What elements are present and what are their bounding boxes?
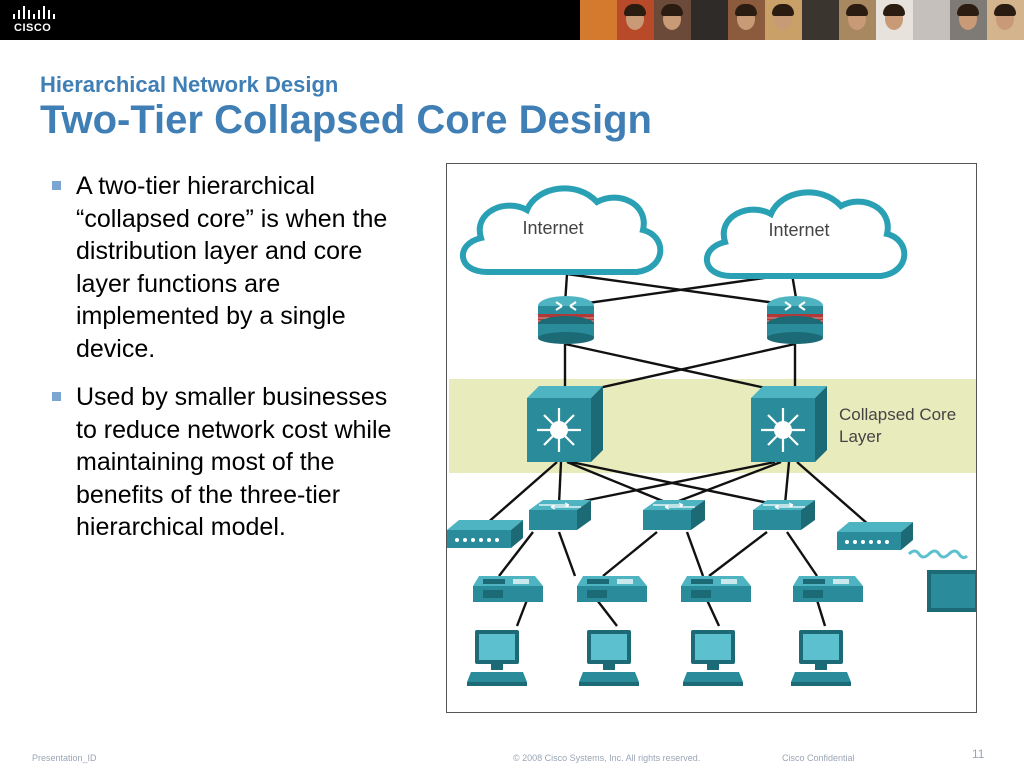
footer-presentation-id: Presentation_ID [32,753,97,763]
photo-hair [994,4,1016,16]
header-photo [728,0,765,40]
access-switch-2-icon [642,499,706,531]
internet-cloud-left: Internet [460,185,664,275]
edge-router-left-icon [537,295,595,345]
bullet-text: Used by smaller businesses to reduce net… [76,383,392,541]
access-switch-1-icon [528,499,592,531]
photo-hair [661,4,683,16]
ip-phone-1-icon [473,576,543,602]
photo-hair [846,4,868,16]
photo-hair [624,4,646,16]
photo-hair [883,4,905,16]
photo-hair [772,4,794,16]
edge-router-right-icon [766,295,824,345]
access-point-right-icon [837,522,913,550]
pc-3-icon [683,630,743,686]
bullet-item: A two-tier hierarchical “collapsed core”… [50,170,400,365]
pc-4-icon [791,630,851,686]
page-number: 11 [972,747,985,761]
header-photo [654,0,691,40]
collapsed-core-label-line2: Layer [839,427,882,446]
header-photo [802,0,839,40]
bullet-square-icon [52,181,61,190]
core-switch-left-icon [525,384,605,464]
bullet-item: Used by smaller businesses to reduce net… [50,381,400,544]
pc-1-icon [467,630,527,686]
header-photo [913,0,950,40]
internet-label-right: Internet [768,220,829,240]
cisco-logo: CISCO [12,5,62,35]
header-photo [691,0,728,40]
header-photo [839,0,876,40]
footer-confidential: Cisco Confidential [782,753,855,763]
links [476,272,878,627]
access-switch-3-icon [752,499,816,531]
photo-hair [957,4,979,16]
slide-title: Two-Tier Collapsed Core Design [40,98,652,142]
photo-hair [735,4,757,16]
internet-label-left: Internet [522,218,583,238]
network-diagram: Internet Internet Collapsed Core Layer [446,163,979,713]
laptop-icon [927,570,979,612]
header-photo [765,0,802,40]
pc-2-icon [579,630,639,686]
header-photo [876,0,913,40]
brand-name: CISCO [14,22,52,34]
access-point-left-icon [447,520,523,548]
bullet-text: A two-tier hierarchical “collapsed core”… [76,172,388,363]
header-photo [580,0,617,40]
header-photo [950,0,987,40]
network-diagram-canvas: Internet Internet Collapsed Core Layer [447,185,979,686]
header-bar: CISCO [0,0,1024,40]
cisco-bars-icon [13,6,55,19]
internet-cloud-right: Internet [704,189,908,279]
core-switch-right-icon [749,384,829,464]
bullet-list: A two-tier hierarchical “collapsed core”… [50,170,400,560]
ip-phone-3-icon [681,576,751,602]
header-photo [987,0,1024,40]
ip-phone-2-icon [577,576,647,602]
collapsed-core-label-line1: Collapsed Core [839,405,956,424]
header-photo [617,0,654,40]
bullet-square-icon [52,392,61,401]
header-photo-strip [580,0,1024,40]
ip-phone-4-icon [793,576,863,602]
footer-copyright: © 2008 Cisco Systems, Inc. All rights re… [513,753,701,763]
wireless-link-icon [907,549,969,560]
slide-subtitle: Hierarchical Network Design [40,72,339,97]
